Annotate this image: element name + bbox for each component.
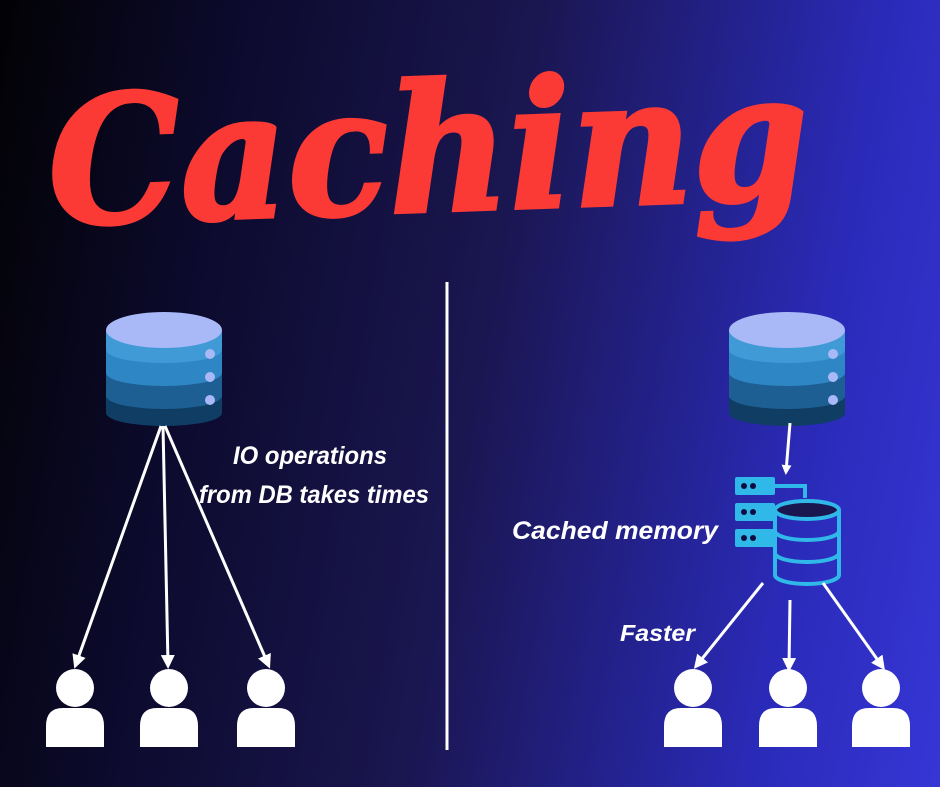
user-icon — [140, 669, 198, 747]
left-arrows — [72, 425, 271, 669]
user-icon — [664, 669, 722, 747]
io-note-line1: IO operations — [233, 442, 387, 470]
user-icon — [46, 669, 104, 747]
arrow-db-to-user-3 — [163, 425, 271, 669]
cache-server-icon — [735, 477, 841, 586]
speed-label: Faster — [620, 620, 696, 646]
arrow-db-to-user-1 — [72, 425, 163, 669]
arrow-db-to-cache — [781, 422, 792, 475]
database-icon — [729, 312, 845, 426]
arrow-db-to-user-2 — [160, 425, 175, 669]
user-icon — [852, 669, 910, 747]
arrow-cache-to-user-1 — [693, 582, 765, 669]
page-title: Caching — [45, 33, 812, 266]
user-icon — [237, 669, 295, 747]
right-arrows — [693, 582, 885, 672]
cache-label: Cached memory — [512, 517, 719, 545]
arrow-cache-to-user-3 — [821, 582, 885, 671]
arrow-cache-to-user-2 — [782, 599, 797, 672]
user-icon — [759, 669, 817, 747]
database-icon — [106, 312, 222, 426]
io-note-line2: from DB takes times — [199, 481, 429, 509]
